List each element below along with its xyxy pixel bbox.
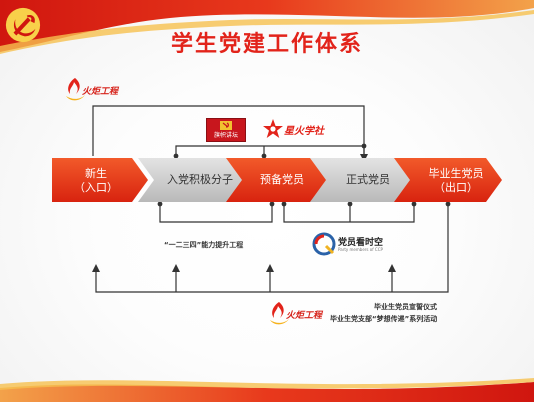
stage-5-arrow — [394, 158, 502, 202]
qizhi-text: 旗帜讲坛 — [213, 132, 238, 139]
stage-4-label: 正式党员 — [328, 173, 408, 187]
xinghuo-logo: 星火学社 — [262, 118, 332, 140]
stage-1-label: 新生 （入口） — [56, 167, 136, 195]
page-title: 学生党建工作体系 — [170, 32, 363, 57]
header-decoration — [0, 0, 534, 54]
stage-2-arrow — [138, 158, 246, 202]
huoju-top-text: 火炬工程 — [82, 87, 119, 97]
mengxiang-caption: 毕业生党支部“梦想传递”系列活动 — [330, 315, 438, 323]
torch-swoosh-icon — [270, 302, 289, 325]
footer-decoration — [0, 378, 534, 402]
star-icon — [263, 119, 283, 138]
q-swirl-icon — [312, 232, 336, 256]
xinghuo-text: 星火学社 — [284, 126, 324, 137]
stage-4-arrow — [310, 158, 414, 202]
party-emblem-icon — [5, 7, 41, 43]
dangyuan-text: 党员看时空 — [338, 238, 384, 248]
huoju-logo-bottom: 火炬工程 — [268, 300, 328, 326]
huoju-bottom-text: 火炬工程 — [286, 311, 323, 321]
xuanshi-caption: 毕业生党员宣誓仪式 — [374, 303, 437, 311]
stage-5-name: 毕业生党员 — [428, 167, 484, 180]
dangyuan-subtext: Party members of CCP — [338, 247, 383, 252]
stage-5-sub: （出口） — [434, 181, 478, 194]
dangyuan-logo: 党员看时空 Party members of CCP — [312, 232, 392, 258]
stage-5-label: 毕业生党员 （出口） — [416, 167, 496, 195]
stage-1-sub: （入口） — [74, 181, 118, 194]
stage-1-name: 新生 — [85, 167, 107, 180]
huoju-logo-top: 火炬工程 — [64, 76, 124, 102]
nengli-caption: “一二三四”能力提升工程 — [164, 241, 244, 249]
stage-3-label: 预备党员 — [242, 173, 322, 187]
torch-swoosh-icon — [66, 78, 85, 101]
qizhi-logo: 旗帜讲坛 — [206, 118, 246, 142]
flag-icon — [220, 121, 232, 130]
stage-4-name: 正式党员 — [346, 173, 390, 186]
stage-3-arrow — [226, 158, 330, 202]
stage-1-arrow — [52, 158, 148, 202]
stage-3-name: 预备党员 — [260, 173, 304, 186]
stage-2-label: 入党积极分子 — [158, 173, 242, 187]
stage-2-name: 入党积极分子 — [167, 173, 233, 186]
